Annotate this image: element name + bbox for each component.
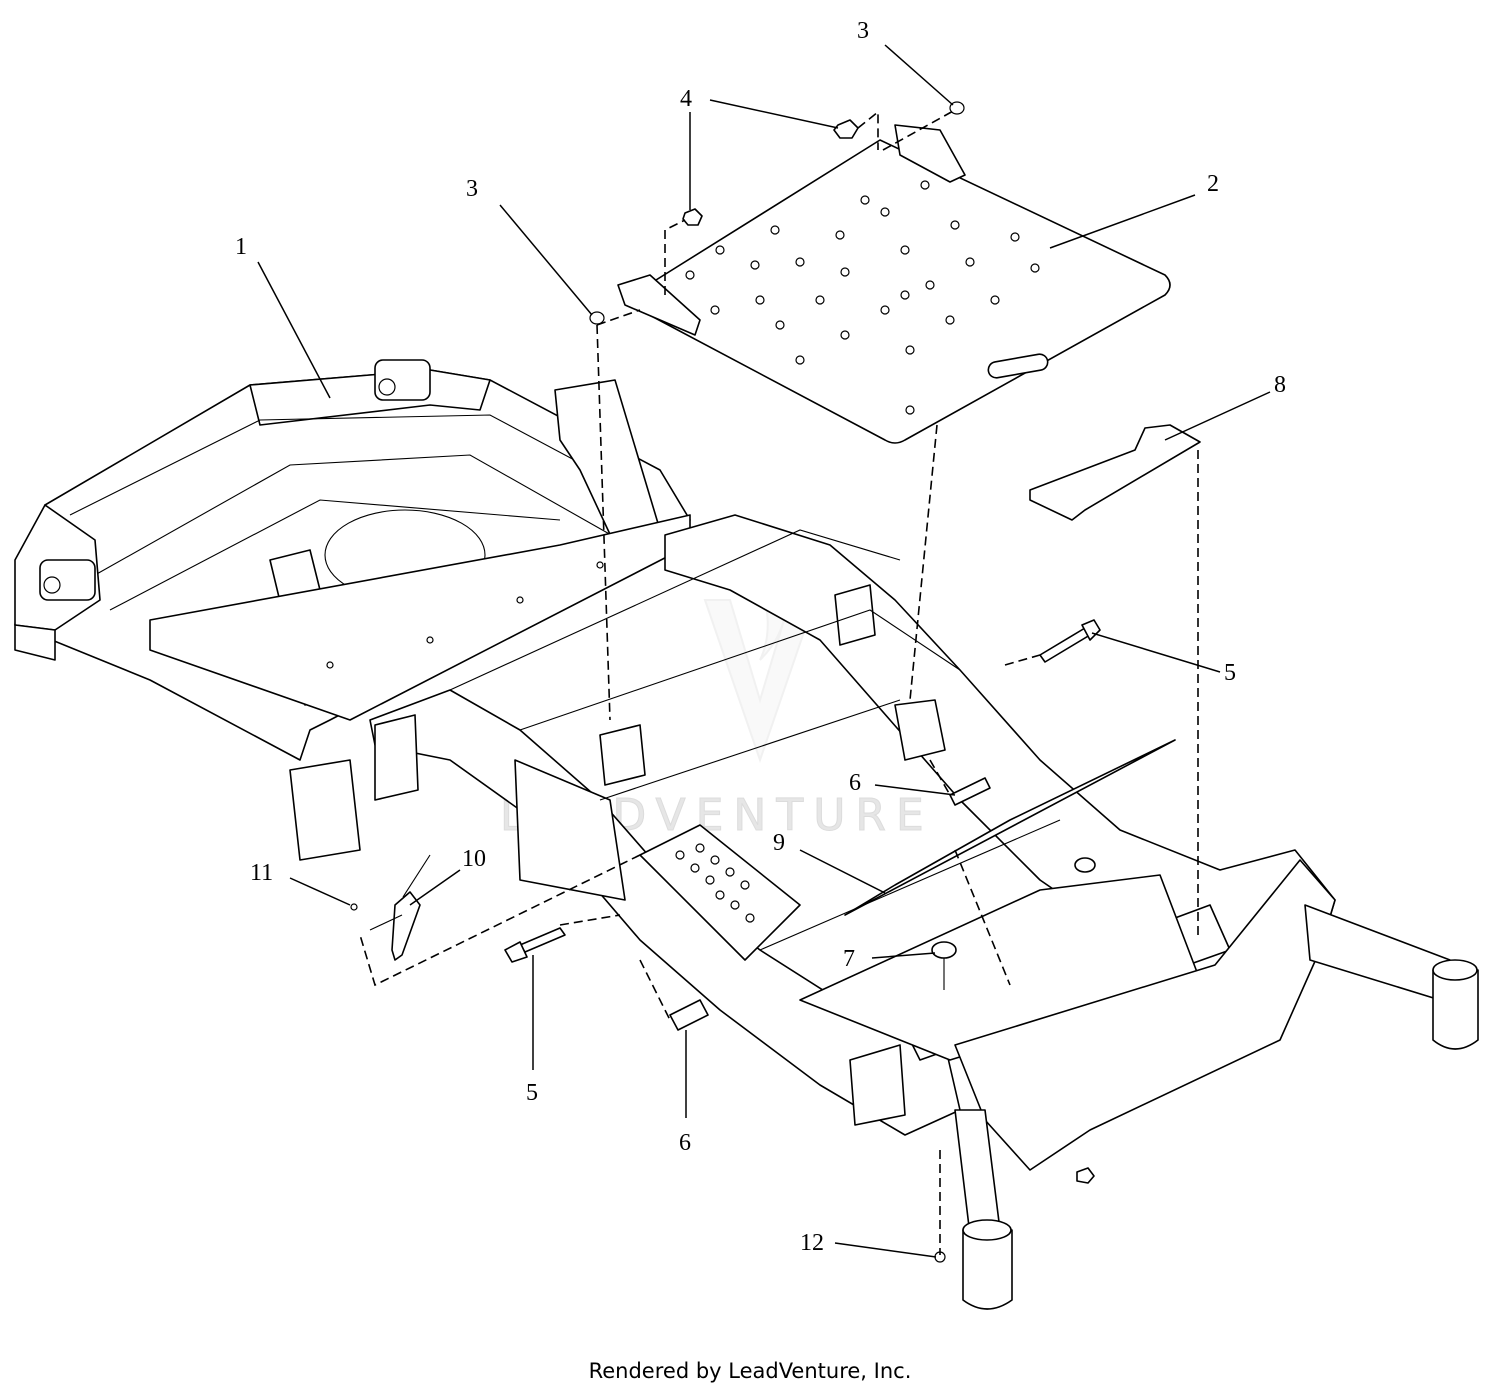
foot-rest-holes <box>675 843 755 923</box>
seat-pad-part-8 <box>1029 424 1201 521</box>
knob-7 <box>931 941 957 959</box>
clip-11 <box>350 903 358 911</box>
callout-12[interactable]: 12 <box>800 1230 824 1256</box>
plate-holes <box>685 180 1040 415</box>
washer-3-top <box>949 101 965 115</box>
center-bracket <box>514 759 626 901</box>
bolt-5-left <box>519 927 566 953</box>
footer-credit: Rendered by LeadVenture, Inc. <box>589 1359 912 1383</box>
plate-tab-rear <box>617 274 701 336</box>
hardware <box>350 101 1101 1263</box>
callout-6-right[interactable]: 6 <box>849 770 861 796</box>
nut-4-top <box>833 119 859 139</box>
hanger-bracket-left <box>599 724 646 786</box>
callout-10[interactable]: 10 <box>462 846 486 872</box>
callout-9[interactable]: 9 <box>773 830 785 856</box>
washer-3-left <box>589 311 605 325</box>
hanger-bracket-right <box>894 699 946 761</box>
pin-10 <box>391 891 421 961</box>
bolt-5-right <box>1039 627 1091 663</box>
left-foot-bracket <box>289 759 361 861</box>
callout-8[interactable]: 8 <box>1274 372 1286 398</box>
spacer-6-left <box>669 999 709 1031</box>
nut-4-mid <box>682 208 703 226</box>
caster-post-right <box>1432 969 1479 1050</box>
leader-lines <box>257 44 1271 1258</box>
decal-strip-part-9 <box>844 739 1176 916</box>
callout-3-left[interactable]: 3 <box>466 176 478 202</box>
knob-top <box>1074 857 1096 873</box>
callout-5-right[interactable]: 5 <box>1224 660 1236 686</box>
assembly-lines <box>359 109 1199 1255</box>
callout-3-top[interactable]: 3 <box>857 18 869 44</box>
plate-tab-top <box>894 124 966 183</box>
callout-2[interactable]: 2 <box>1207 171 1219 197</box>
callout-11[interactable]: 11 <box>250 860 273 886</box>
callout-4[interactable]: 4 <box>680 86 692 112</box>
callout-5-left[interactable]: 5 <box>526 1080 538 1106</box>
main-frame <box>14 359 1479 1310</box>
callout-7[interactable]: 7 <box>843 946 855 972</box>
front-left-bracket <box>849 1044 906 1126</box>
rear-bumper-skirt <box>14 624 56 661</box>
callout-6-left[interactable]: 6 <box>679 1130 691 1156</box>
callout-labels: 1 2 3 3 4 5 5 6 6 7 8 9 10 11 12 <box>235 18 1286 1256</box>
callout-1[interactable]: 1 <box>235 234 247 260</box>
front-skirt <box>954 859 1336 1171</box>
spacer-6-right <box>949 777 991 806</box>
left-mount-bracket <box>374 714 419 801</box>
seat-mount-plate <box>617 124 1171 444</box>
caster-post-left <box>962 1229 1013 1310</box>
